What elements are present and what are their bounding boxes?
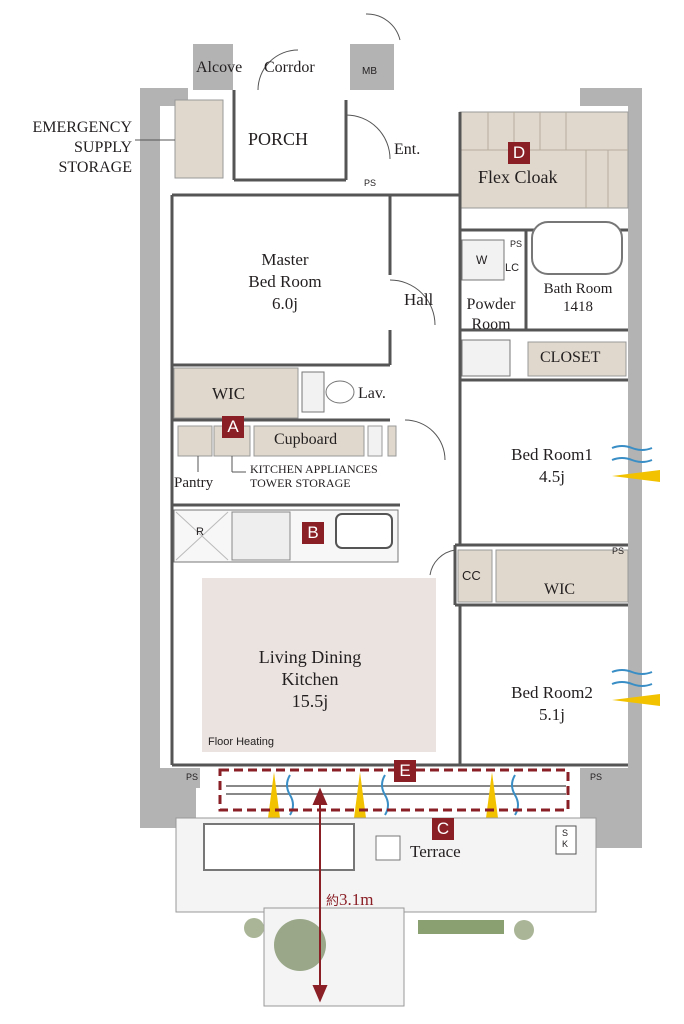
badge-d: D — [508, 142, 530, 164]
planter-tree — [274, 919, 326, 971]
master-bed-line-1: Master — [261, 250, 309, 269]
cc-label: CC — [462, 568, 481, 583]
corridor-label: Corrdor — [264, 59, 315, 76]
sk-line-2: K — [562, 839, 569, 849]
hall-label: Hall — [404, 290, 434, 309]
porch-label: PORCH — [248, 129, 309, 149]
badge-b: B — [302, 522, 324, 544]
master-bed-line-2: Bed Room — [248, 272, 322, 291]
closet-box — [527, 341, 627, 377]
cupboard-end — [367, 425, 383, 457]
bath-room-label: Bath Room 1418 — [530, 280, 626, 316]
bed-room-2-name: Bed Room2 — [511, 683, 593, 702]
kitchen-storage-line-2: TOWER STORAGE — [250, 476, 351, 490]
wic-2-label: WIC — [544, 581, 576, 598]
bathtub — [531, 221, 623, 275]
fridge-cross-b — [175, 511, 229, 561]
powder-line-2: Room — [471, 316, 511, 333]
kitchen-storage-label: KITCHEN APPLIANCES TOWER STORAGE — [250, 462, 378, 490]
bed-room-1-size: 4.5j — [539, 467, 565, 486]
badge-a: A — [222, 416, 244, 438]
wic-1-area — [173, 367, 299, 419]
badge-c: C — [432, 818, 454, 840]
powder-room-label: Powder Room — [456, 295, 526, 335]
refrigerator-label: R — [196, 526, 204, 538]
depth-dimension-arrow — [312, 787, 328, 1003]
bed-room-2-label: Bed Room2 5.1j — [496, 682, 608, 726]
toilet-bowl — [325, 380, 355, 404]
kitchen-storage-line-1: KITCHEN APPLIANCES — [250, 462, 378, 476]
closet-label: CLOSET — [540, 349, 601, 366]
pantry-label: Pantry — [174, 475, 214, 491]
emergency-line-3: STORAGE — [58, 159, 133, 176]
terrace-sash — [226, 785, 566, 795]
wic-2-area — [495, 549, 629, 603]
bed-room-1-name: Bed Room1 — [511, 445, 593, 464]
ldk-floor-heating-area — [202, 578, 436, 752]
dimension-prefix: 約 — [326, 893, 340, 908]
sk-box — [555, 825, 577, 855]
door-swings — [257, 13, 456, 576]
sun-symbols — [268, 470, 660, 818]
sk-line-1: S — [562, 828, 569, 838]
powder-sink — [461, 339, 511, 377]
ps-label-right: PS — [590, 772, 603, 782]
alcove-label: Alcove — [196, 59, 243, 76]
ps-label-entrance: PS — [364, 178, 377, 188]
powder-line-1: Powder — [466, 296, 516, 313]
terrace-label: Terrace — [410, 842, 461, 861]
washer-label: W — [476, 253, 488, 267]
stove — [231, 511, 291, 561]
emergency-line-1: EMERGENCY — [32, 119, 132, 136]
ldk-line-1: Living Dining — [258, 647, 362, 667]
washer — [461, 239, 505, 281]
sink — [335, 513, 393, 549]
ps-label-bath: PS — [510, 239, 523, 249]
ps-label-left: PS — [186, 772, 199, 782]
dimension-value: 3.1m — [339, 890, 374, 909]
badge-e: E — [394, 760, 416, 782]
emergency-storage-box — [174, 99, 224, 179]
cupboard-side — [387, 425, 397, 457]
bath-line-2: 1418 — [563, 299, 593, 315]
terrace-stool — [375, 835, 401, 861]
flex-cloak-label: Flex Cloak — [478, 167, 558, 187]
planter-shrub-left — [244, 918, 264, 938]
planter-hedge — [418, 920, 504, 934]
planter-shrub-right — [514, 920, 534, 940]
flex-cloak-area — [459, 111, 629, 209]
ldk-size: 15.5j — [291, 691, 329, 711]
pantry-shelf — [177, 425, 213, 457]
sk-label: S K — [562, 828, 568, 850]
floor-heating-label: Floor Heating — [208, 736, 275, 748]
mb-label: MB — [362, 66, 377, 77]
toilet — [301, 371, 325, 413]
ldk-label: Living Dining Kitchen 15.5j — [240, 646, 380, 712]
bed-room-1-label: Bed Room1 4.5j — [496, 444, 608, 488]
cc-box — [457, 549, 493, 603]
entrance-label: Ent. — [394, 141, 421, 158]
terrace-bench — [203, 823, 355, 871]
master-bed-size: 6.0j — [272, 294, 298, 313]
wic-1-label: WIC — [212, 384, 246, 403]
emergency-line-2: SUPPLY — [74, 139, 132, 156]
master-bed-label: Master Bed Room 6.0j — [230, 249, 340, 315]
depth-dimension-label: 約3.1m — [326, 890, 374, 910]
ps-label-wic: PS — [612, 546, 625, 556]
cupboard-label: Cupboard — [274, 431, 338, 448]
lavatory-label: Lav. — [358, 385, 386, 402]
lc-label: LC — [505, 262, 520, 274]
bed-room-2-size: 5.1j — [539, 705, 565, 724]
pantry-leader-lines — [197, 456, 246, 473]
emergency-label: EMERGENCY SUPPLY STORAGE — [4, 118, 132, 178]
ldk-line-2: Kitchen — [281, 669, 339, 689]
cupboard-box — [253, 425, 365, 457]
bath-line-1: Bath Room — [543, 281, 613, 297]
